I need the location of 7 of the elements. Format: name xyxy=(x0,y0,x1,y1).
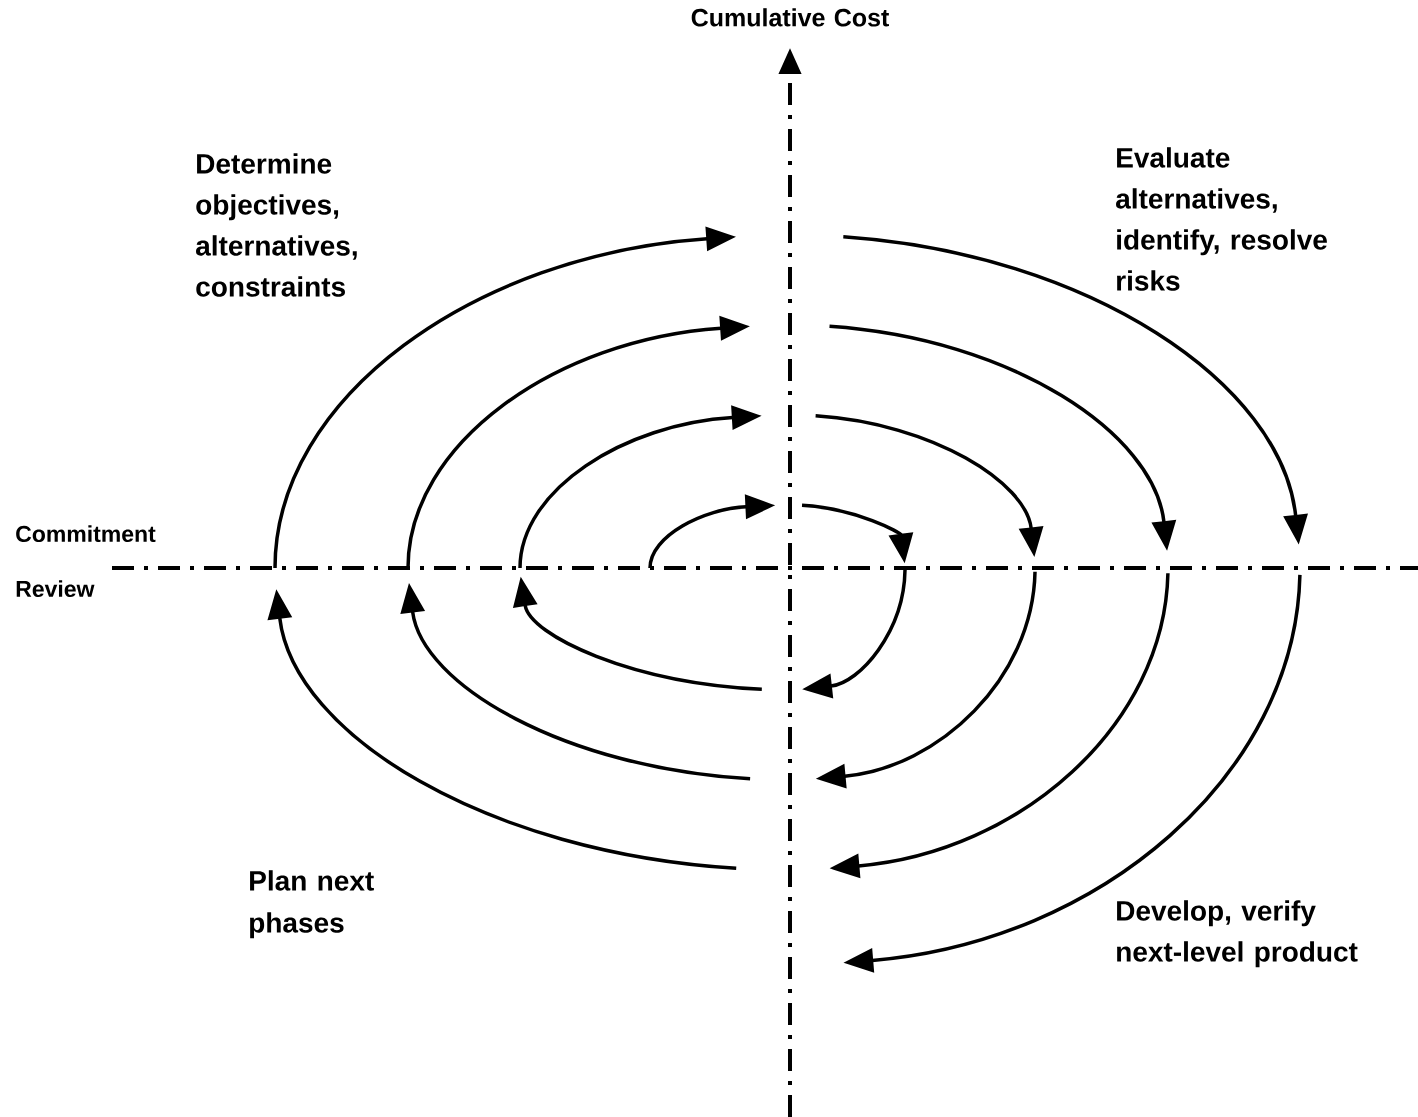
quadrant-label: Plan next phases xyxy=(250,870,374,939)
quadrant-label: Commitment xyxy=(16,525,156,543)
quadrant-label: Determine objectives, alternatives, constraints xyxy=(196,153,357,297)
quadrant-label: Cumulative Cost xyxy=(691,8,889,27)
quadrant-label: Develop, verify next-level product xyxy=(1117,900,1358,968)
quadrant-label: Review xyxy=(16,580,95,598)
quadrant-label: Evaluate alternatives, identify, resolve risks xyxy=(1116,147,1327,291)
